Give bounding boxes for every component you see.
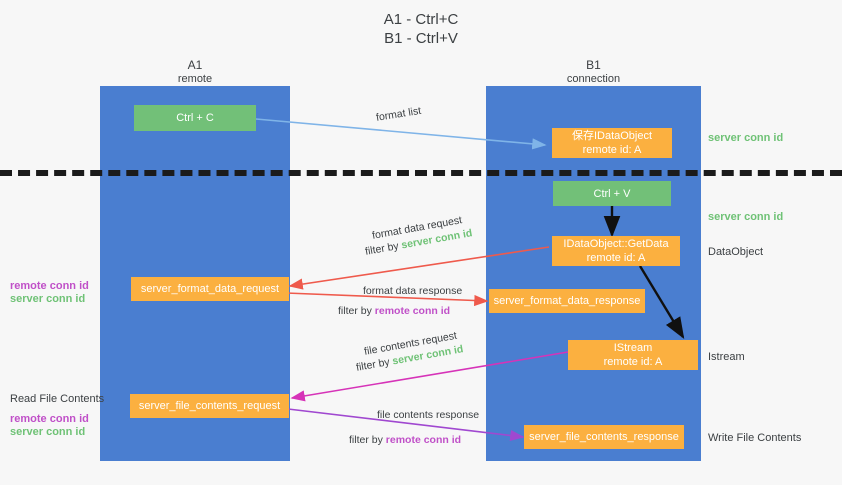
label-remote-conn-id-lower: remote conn id bbox=[10, 413, 89, 425]
box-server-format-data-request[interactable]: server_format_data_request bbox=[131, 277, 289, 301]
box-save-idataobject-line1: 保存IDataObject bbox=[571, 130, 653, 142]
box-getdata-line2: remote id: A bbox=[586, 252, 646, 264]
box-idataobject-getdata[interactable]: IDataObject::GetData remote id: A bbox=[552, 236, 680, 266]
box-server-file-contents-response[interactable]: server_file_contents_response bbox=[524, 425, 684, 449]
box-server-file-contents-request-label: server_file_contents_request bbox=[138, 400, 281, 412]
label-server-conn-id-second: server conn id bbox=[708, 211, 784, 223]
filter-prefix: filter by bbox=[364, 239, 403, 258]
box-server-file-contents-response-label: server_file_contents_response bbox=[529, 431, 679, 443]
label-server-conn-id-top: server conn id bbox=[708, 132, 784, 144]
box-server-format-data-response[interactable]: server_format_data_response bbox=[489, 289, 645, 313]
box-save-idataobject-line2: remote id: A bbox=[582, 144, 642, 156]
label-istream: Istream bbox=[708, 351, 745, 363]
arrow-label-format-data-response: format data response bbox=[363, 285, 463, 297]
lane-a1-name: A1 bbox=[187, 58, 203, 72]
arrow-label-file-contents-response: file contents response bbox=[377, 409, 480, 421]
label-write-file-contents: Write File Contents bbox=[708, 432, 802, 444]
label-server-conn-id-lower: server conn id bbox=[10, 426, 86, 438]
filter-prefix: filter by bbox=[338, 305, 375, 317]
label-server-conn-id-upper: server conn id bbox=[10, 293, 86, 305]
diagram-title-line-1: A1 - Ctrl+C bbox=[383, 11, 459, 28]
arrow-label-format-list: format list bbox=[375, 104, 422, 124]
box-istream-line2: remote id: A bbox=[603, 356, 663, 368]
lane-a1-sub: remote bbox=[177, 73, 213, 85]
box-server-format-data-request-label: server_format_data_request bbox=[140, 283, 280, 295]
filter-prefix: filter by bbox=[349, 434, 386, 446]
arrow-label-format-data-response-filter: filter by remote conn id bbox=[338, 304, 450, 319]
box-getdata-line1: IDataObject::GetData bbox=[563, 238, 669, 250]
box-ctrl-v[interactable]: Ctrl + V bbox=[553, 181, 671, 206]
arrow-label-file-contents-response-filter: filter by remote conn id bbox=[349, 433, 461, 448]
box-server-format-data-response-label: server_format_data_response bbox=[493, 295, 641, 307]
box-istream[interactable]: IStream remote id: A bbox=[568, 340, 698, 370]
label-read-file-contents: Read File Contents bbox=[10, 393, 105, 405]
filter-value-remote-conn-id: remote conn id bbox=[374, 305, 451, 317]
filter-value-remote-conn-id: remote conn id bbox=[385, 434, 462, 446]
label-remote-conn-id-upper: remote conn id bbox=[10, 280, 89, 292]
horizontal-divider bbox=[0, 170, 842, 176]
box-ctrl-c-label: Ctrl + C bbox=[176, 112, 214, 124]
box-ctrl-c[interactable]: Ctrl + C bbox=[134, 105, 256, 131]
label-dataobject: DataObject bbox=[708, 246, 764, 258]
box-server-file-contents-request[interactable]: server_file_contents_request bbox=[130, 394, 289, 418]
lane-b1-name: B1 bbox=[586, 58, 601, 72]
lane-header-a1: A1 remote bbox=[100, 58, 290, 86]
diagram-title-line-2: B1 - Ctrl+V bbox=[384, 30, 458, 47]
filter-prefix: filter by bbox=[355, 355, 394, 374]
lane-header-b1: B1 connection bbox=[486, 58, 701, 86]
box-istream-line1: IStream bbox=[613, 342, 653, 354]
box-save-idataobject[interactable]: 保存IDataObject remote id: A bbox=[552, 128, 672, 158]
box-ctrl-v-label: Ctrl + V bbox=[593, 187, 631, 200]
lane-b1-sub: connection bbox=[566, 73, 621, 85]
